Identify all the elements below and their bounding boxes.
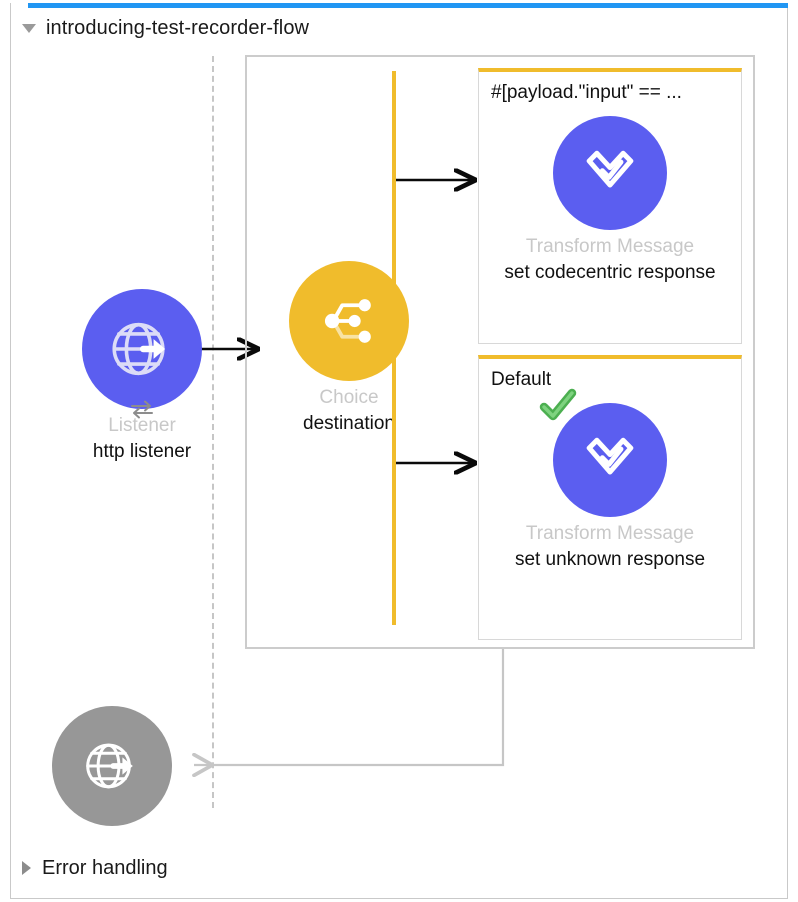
choice-spine xyxy=(392,71,396,625)
page-title: introducing-test-recorder-flow xyxy=(46,16,310,39)
route-default-body: Transform Message set unknown response xyxy=(479,388,741,573)
node-choice[interactable]: Choice destination xyxy=(259,261,439,437)
node-error-response[interactable] xyxy=(52,706,172,826)
transform-1-type-label: Transform Message xyxy=(525,236,695,257)
transform-2-type-label: Transform Message xyxy=(525,523,695,544)
error-handling-label: Error handling xyxy=(42,856,168,879)
listener-circle[interactable] xyxy=(82,289,202,419)
transform-1-name-label: set codecentric response xyxy=(504,262,716,283)
choice-circle[interactable] xyxy=(289,261,409,381)
node-listener[interactable]: Listener http listener xyxy=(52,289,232,465)
flow-lifeline xyxy=(212,56,214,808)
listener-name-label: http listener xyxy=(92,441,192,462)
transform-1-circle[interactable] xyxy=(552,116,667,230)
node-transform-2[interactable]: Transform Message set unknown response xyxy=(514,388,706,573)
transform-2-name-label: set unknown response xyxy=(514,549,706,570)
exchange-arrows-icon xyxy=(129,398,155,420)
route-default[interactable]: Default Transform Message se xyxy=(478,355,742,640)
globe-arrow-icon xyxy=(112,322,166,376)
listener-type-label: Listener xyxy=(108,415,176,436)
triangle-right-icon[interactable] xyxy=(22,861,31,875)
transform-2-circle[interactable] xyxy=(539,388,667,517)
flow-accent-bar xyxy=(28,3,788,8)
route-default-condition: Default xyxy=(491,369,552,390)
choice-name-label: destination xyxy=(303,413,395,434)
flow-header[interactable]: introducing-test-recorder-flow xyxy=(22,14,309,42)
transform-message-icon xyxy=(586,437,634,475)
triangle-down-icon[interactable] xyxy=(22,23,36,33)
error-handling-header[interactable]: Error handling xyxy=(22,854,168,882)
error-response-circle[interactable] xyxy=(52,706,172,826)
route-when-condition: #[payload."input" == ... xyxy=(491,82,682,103)
globe-arrow-icon xyxy=(86,743,133,789)
green-check-icon xyxy=(537,387,579,425)
route-when[interactable]: #[payload."input" == ... Transform Messa… xyxy=(478,68,742,344)
choice-type-label: Choice xyxy=(319,387,379,408)
choice-branch-icon xyxy=(324,299,371,343)
transform-message-icon xyxy=(586,150,634,188)
route-when-body: Transform Message set codecentric respon… xyxy=(479,116,741,286)
choice-scope-container xyxy=(245,55,755,649)
node-transform-1[interactable]: Transform Message set codecentric respon… xyxy=(504,116,716,286)
